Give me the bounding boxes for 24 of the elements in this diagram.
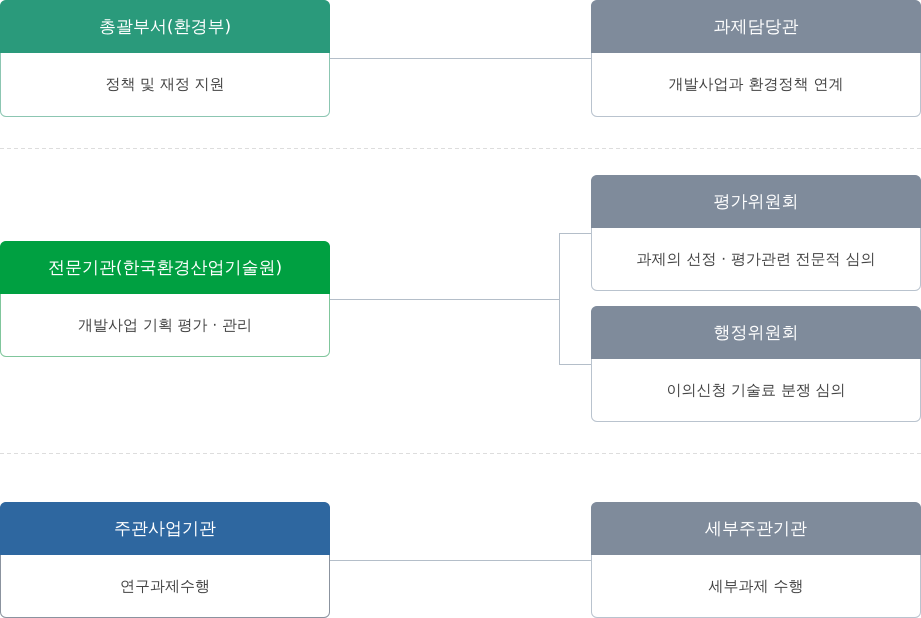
heading-bar: 과제담당관: [591, 0, 921, 53]
heading-bar: 전문기관(한국환경산업기술원): [0, 241, 330, 294]
connector-line: [330, 560, 592, 561]
heading-bar: 평가위원회: [591, 175, 921, 228]
heading-bar: 주관사업기관: [0, 502, 330, 555]
org-box: [591, 502, 921, 618]
description-text: 연구과제수행: [120, 576, 210, 596]
org-box: [591, 306, 921, 422]
connector-line: [330, 58, 592, 59]
description-text: 정책 및 재정 지원: [105, 75, 225, 94]
description-text: 과제의 선정 · 평가관련 전문적 심의: [636, 250, 876, 268]
description-text: 세부과제 수행: [708, 576, 804, 596]
description-text: 이의신청 기술료 분쟁 심의: [666, 380, 846, 400]
org-box: [591, 0, 921, 117]
description-text: 개발사업 기획 평가 · 관리: [78, 316, 252, 334]
heading-bar: 세부주관기관: [591, 502, 921, 555]
heading-bar: 행정위원회: [591, 306, 921, 359]
description-text: 개발사업과 환경정책 연계: [668, 75, 844, 94]
org-box: [0, 0, 330, 117]
org-box: [0, 241, 330, 357]
org-box: [0, 502, 330, 618]
heading-bar: 총괄부서(환경부): [0, 0, 330, 53]
connector-line: [330, 299, 592, 365]
org-box: [591, 175, 921, 291]
